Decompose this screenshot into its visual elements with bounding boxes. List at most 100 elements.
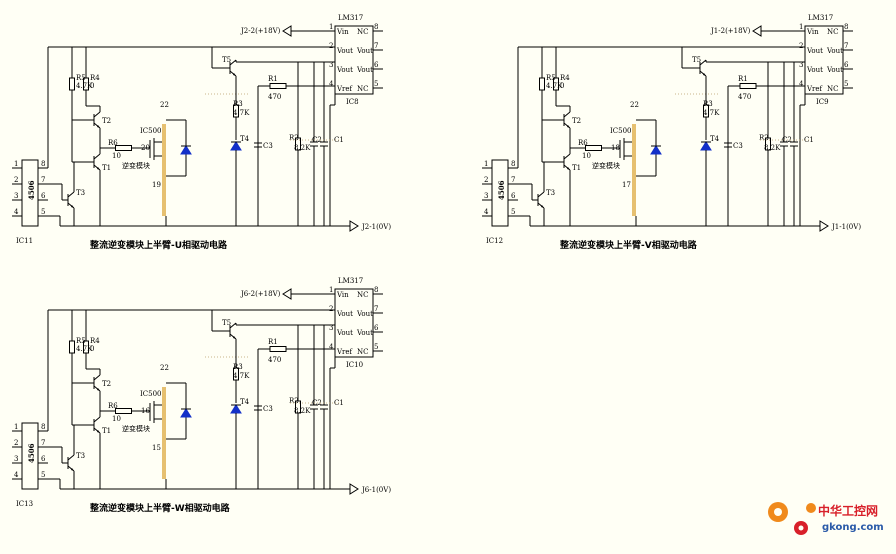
regulator-pin-name: NC — [357, 291, 368, 299]
regulator-pin-name: Vout — [356, 310, 373, 318]
regulator-pin-left: 4 — [329, 80, 334, 88]
label: 4.7K — [233, 372, 250, 380]
label: T1 — [102, 427, 111, 435]
regulator-pin-name: Vout — [336, 47, 353, 55]
transistor-t2 — [88, 111, 101, 129]
regulator-pin-right: 7 — [374, 305, 378, 313]
regulator-pin-name: Vout — [356, 329, 373, 337]
resistor-r6 — [115, 145, 132, 151]
watermark-en: gkong.com — [822, 522, 884, 533]
transistor-t3 — [62, 191, 75, 209]
module-diode — [180, 408, 192, 418]
resistor-r5 — [69, 340, 75, 354]
chip-pin-left: 2 — [484, 176, 488, 184]
resistor-r3 — [233, 367, 239, 381]
label: 0 — [90, 82, 94, 90]
regulator-name: LM317 — [338, 14, 363, 22]
watermark: 中华工控网 gkong.com — [768, 502, 884, 535]
regulator-ref: IC8 — [346, 98, 359, 106]
module-diode — [650, 145, 662, 155]
chip-4506-ref: IC11 — [16, 237, 33, 245]
module-bar — [162, 387, 166, 479]
label: 4.7K — [76, 345, 93, 353]
zener-t4 — [230, 404, 242, 414]
capacitor-c1 — [320, 141, 328, 147]
label: C3 — [263, 405, 273, 413]
chip-pin-right: 6 — [511, 192, 516, 200]
label: 10 — [112, 152, 121, 160]
label: R6 — [578, 139, 588, 147]
label: R5 — [546, 74, 556, 82]
power-label: J2-2(+18V) — [240, 27, 281, 35]
regulator-pin-right: 5 — [374, 343, 378, 351]
chip-pin-right: 7 — [41, 176, 45, 184]
label: R6 — [108, 139, 118, 147]
regulator-pin-name: Vout — [806, 47, 823, 55]
optocoupler-label: IC500 — [140, 127, 161, 135]
regulator-pin-right: 7 — [844, 42, 848, 50]
resistor-r4 — [83, 340, 89, 354]
resistor-r4 — [83, 77, 89, 91]
emitter-arrow — [233, 73, 236, 76]
label: T2 — [102, 117, 111, 125]
regulator-pin-right: 5 — [844, 80, 848, 88]
resistor-r3 — [233, 104, 239, 118]
label: T5 — [222, 319, 231, 327]
emitter-arrow — [71, 468, 74, 471]
regulator-ref: IC10 — [346, 361, 363, 369]
resistor-r2 — [295, 400, 301, 414]
optocoupler-symbol — [149, 401, 162, 423]
watermark-cn: 中华工控网 — [818, 503, 878, 518]
regulator-ref: IC9 — [816, 98, 829, 106]
chip-pin-left: 3 — [484, 192, 488, 200]
optocoupler-symbol — [619, 138, 632, 160]
regulator-pin-name: Vout — [826, 66, 843, 74]
power-arrow — [282, 25, 292, 37]
label: T4 — [710, 135, 720, 143]
regulator-pin-left: 4 — [329, 343, 334, 351]
module-label: 逆变模块 — [122, 424, 150, 433]
chip-4506-body — [491, 159, 509, 227]
chip-4506-body — [21, 422, 39, 490]
regulator-pin-name: Vout — [336, 329, 353, 337]
regulator-pin-name: NC — [827, 28, 838, 36]
chip-4506-ref: IC13 — [16, 500, 33, 508]
label: C3 — [263, 142, 273, 150]
regulator-pin-name: Vin — [336, 291, 349, 299]
transistor-t3 — [62, 454, 75, 472]
capacitor-c3 — [724, 142, 732, 148]
module-bar — [162, 124, 166, 216]
regulator-pin-left: 3 — [799, 61, 803, 69]
regulator-pin-name: Vin — [806, 28, 819, 36]
resistor-r2 — [295, 137, 301, 151]
regulator-pin-name: Vout — [826, 47, 843, 55]
label: R5 — [76, 337, 86, 345]
regulator-pin-right: 8 — [374, 23, 378, 31]
emitter-arrow — [703, 73, 706, 76]
chip-pin-right: 6 — [41, 455, 46, 463]
capacitor-c2 — [310, 141, 318, 147]
chip-pin-right: 5 — [41, 471, 45, 479]
circuit-caption: 整流逆变模块上半臂-U相驱动电路 — [89, 239, 228, 251]
capacitor-c1 — [790, 141, 798, 147]
module-bar — [632, 124, 636, 216]
label: R6 — [108, 402, 118, 410]
emitter-arrow — [97, 167, 100, 170]
chip-pin-left: 4 — [14, 471, 19, 479]
optocoupler-label: IC500 — [140, 390, 161, 398]
pin-c-label: 22 — [160, 101, 169, 109]
chip-pin-right: 5 — [511, 208, 515, 216]
transistor-t5 — [694, 59, 707, 77]
power-label: J6-2(+18V) — [240, 290, 281, 298]
chip-pin-right: 8 — [41, 423, 45, 431]
chip-pin-right: 8 — [41, 160, 45, 168]
regulator-pin-name: NC — [357, 348, 368, 356]
transistor-t2 — [558, 111, 571, 129]
circuit-caption: 整流逆变模块上半臂-V相驱动电路 — [559, 239, 698, 251]
label: R4 — [560, 74, 570, 82]
label: R4 — [90, 74, 100, 82]
chip-pin-right: 7 — [41, 439, 45, 447]
label: T3 — [76, 189, 85, 197]
label: R1 — [268, 75, 278, 83]
